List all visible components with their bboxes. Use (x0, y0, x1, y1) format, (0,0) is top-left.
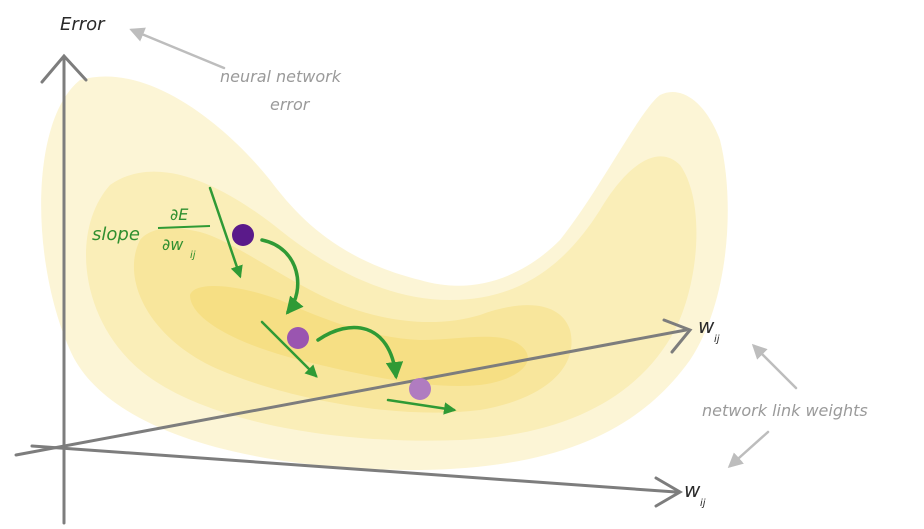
slope-denominator: ∂w (162, 235, 184, 254)
slope-formula: slope ∂E ∂w ij (92, 205, 211, 261)
w-upper-axis-label: w (698, 314, 715, 338)
weights-pointer-down-arrow (727, 430, 770, 469)
w-upper-axis-arrowhead (662, 318, 693, 354)
ball-middle (287, 327, 309, 349)
weights-note: network link weights (702, 401, 868, 420)
axes (14, 53, 693, 525)
w-lower-axis-arrowhead (654, 476, 683, 508)
descent-arrows (208, 186, 457, 415)
ball-end (409, 378, 431, 400)
y-axis-label: Error (60, 14, 106, 35)
y-axis-arrowhead (40, 53, 88, 84)
w-lower-axis-label: w (684, 478, 701, 502)
slope-fraction-bar (157, 225, 211, 229)
w-upper-axis-subscript: ij (714, 334, 720, 345)
error-note-line2: error (270, 95, 311, 114)
step-arrow-1 (260, 238, 304, 315)
weights-pointer-up-arrow (751, 343, 798, 390)
error-note-line1: neural network (220, 67, 342, 86)
ball-start (232, 224, 254, 246)
error-surface (41, 76, 728, 470)
w-upper-axis-line (14, 328, 688, 457)
step-arrow-2 (316, 325, 404, 380)
slope-arrow-3 (386, 398, 457, 415)
slope-arrow-2 (260, 320, 318, 378)
annotation-pointers (129, 27, 798, 469)
descent-balls (232, 224, 431, 400)
slope-arrow-1 (208, 186, 243, 279)
slope-word: slope (92, 224, 140, 245)
surface-core-layer (190, 285, 528, 386)
slope-subscript: ij (190, 250, 196, 261)
w-lower-axis-line (30, 444, 678, 494)
error-pointer-arrow (129, 27, 226, 70)
slope-numerator: ∂E (170, 205, 189, 224)
w-lower-axis-subscript: ij (700, 498, 706, 509)
